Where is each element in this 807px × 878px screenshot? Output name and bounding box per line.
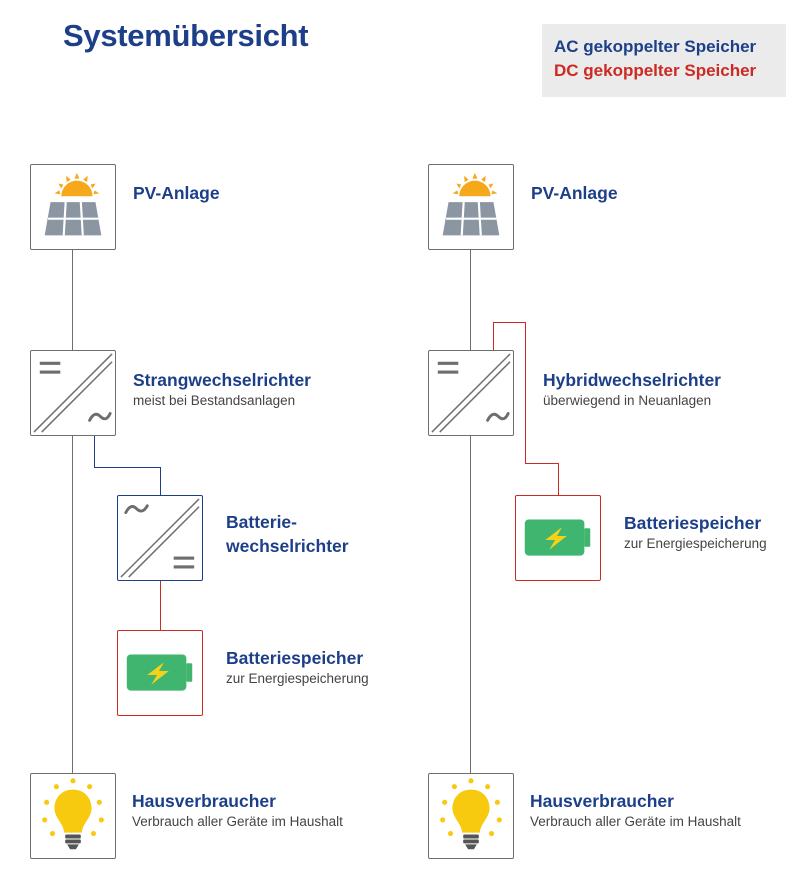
solar-panel-icon [429, 165, 513, 249]
house-consumer-subtitle-left: Verbrauch aller Geräte im Haushalt [132, 814, 343, 829]
battery-icon [118, 631, 202, 715]
wire-pv-to-inverter-right [470, 250, 471, 350]
wire-pv-to-inverter-left [72, 250, 73, 350]
string-inverter-box [30, 350, 116, 436]
wire-dc-top-right [493, 322, 526, 323]
battery-storage-title-right: Batteriespeicher [624, 513, 762, 533]
hybrid-inverter-box [428, 350, 514, 436]
wire-inverter-to-consumer-right [470, 436, 471, 773]
wire-dc-lower-right [525, 463, 559, 464]
pv-label-left: PV-Anlage [133, 182, 220, 204]
wire-dc-side-right [525, 322, 526, 464]
wire-ac-drop-left [94, 436, 95, 467]
battery-storage-label-right: Batteriespeicher zur Energiespeicherung [624, 512, 767, 553]
wire-dc-up-right [493, 322, 494, 350]
pv-title-left: PV-Anlage [133, 183, 220, 203]
wire-inverter-to-consumer-left [72, 436, 73, 773]
battery-inverter-title-line1: Batterie- [226, 512, 297, 532]
legend-dc-coupled: DC gekoppelter Speicher [554, 61, 757, 80]
string-inverter-title: Strangwechselrichter [133, 370, 311, 390]
battery-storage-subtitle-right: zur Energiespeicherung [624, 536, 767, 551]
house-consumer-subtitle-right: Verbrauch aller Geräte im Haushalt [530, 814, 741, 829]
battery-storage-title-left: Batteriespeicher [226, 648, 364, 668]
hybrid-inverter-subtitle: überwiegend in Neuanlagen [543, 393, 712, 408]
house-consumer-label-right: Hausverbraucher Verbrauch aller Geräte i… [530, 790, 741, 831]
solar-panel-icon [31, 165, 115, 249]
wire-ac-to-battery-inverter [160, 467, 161, 496]
battery-inverter-label: Batterie- wechselrichter [226, 511, 349, 557]
wire-dc-battery-left [160, 581, 161, 631]
battery-inverter-box [117, 495, 203, 581]
pv-title-right: PV-Anlage [531, 183, 618, 203]
lightbulb-icon [429, 774, 513, 858]
battery-storage-label-left: Batteriespeicher zur Energiespeicherung [226, 647, 369, 688]
page-title: Systemübersicht [63, 18, 309, 53]
battery-storage-box-left [117, 630, 203, 716]
inverter-icon [118, 496, 202, 580]
battery-storage-box-right [515, 495, 601, 581]
house-consumer-box-left [30, 773, 116, 859]
battery-storage-subtitle-left: zur Energiespeicherung [226, 671, 369, 686]
wire-ac-horizontal-left [94, 467, 161, 468]
pv-label-right: PV-Anlage [531, 182, 618, 204]
pv-system-box-left [30, 164, 116, 250]
string-inverter-subtitle: meist bei Bestandsanlagen [133, 393, 296, 408]
wire-dc-to-battery-right [558, 463, 559, 496]
house-consumer-label-left: Hausverbraucher Verbrauch aller Geräte i… [132, 790, 343, 831]
legend-ac-coupled: AC gekoppelter Speicher [554, 37, 757, 56]
battery-icon [516, 496, 600, 580]
string-inverter-label: Strangwechselrichter meist bei Bestandsa… [133, 369, 311, 410]
hybrid-inverter-title: Hybridwechselrichter [543, 370, 721, 390]
pv-system-box-right [428, 164, 514, 250]
legend: AC gekoppelter Speicher DC gekoppelter S… [542, 24, 786, 97]
inverter-icon [429, 351, 513, 435]
inverter-icon [31, 351, 115, 435]
hybrid-inverter-label: Hybridwechselrichter überwiegend in Neua… [543, 369, 721, 410]
lightbulb-icon [31, 774, 115, 858]
house-consumer-title-right: Hausverbraucher [530, 791, 674, 811]
house-consumer-box-right [428, 773, 514, 859]
battery-inverter-title-line2: wechselrichter [226, 536, 349, 556]
house-consumer-title-left: Hausverbraucher [132, 791, 276, 811]
